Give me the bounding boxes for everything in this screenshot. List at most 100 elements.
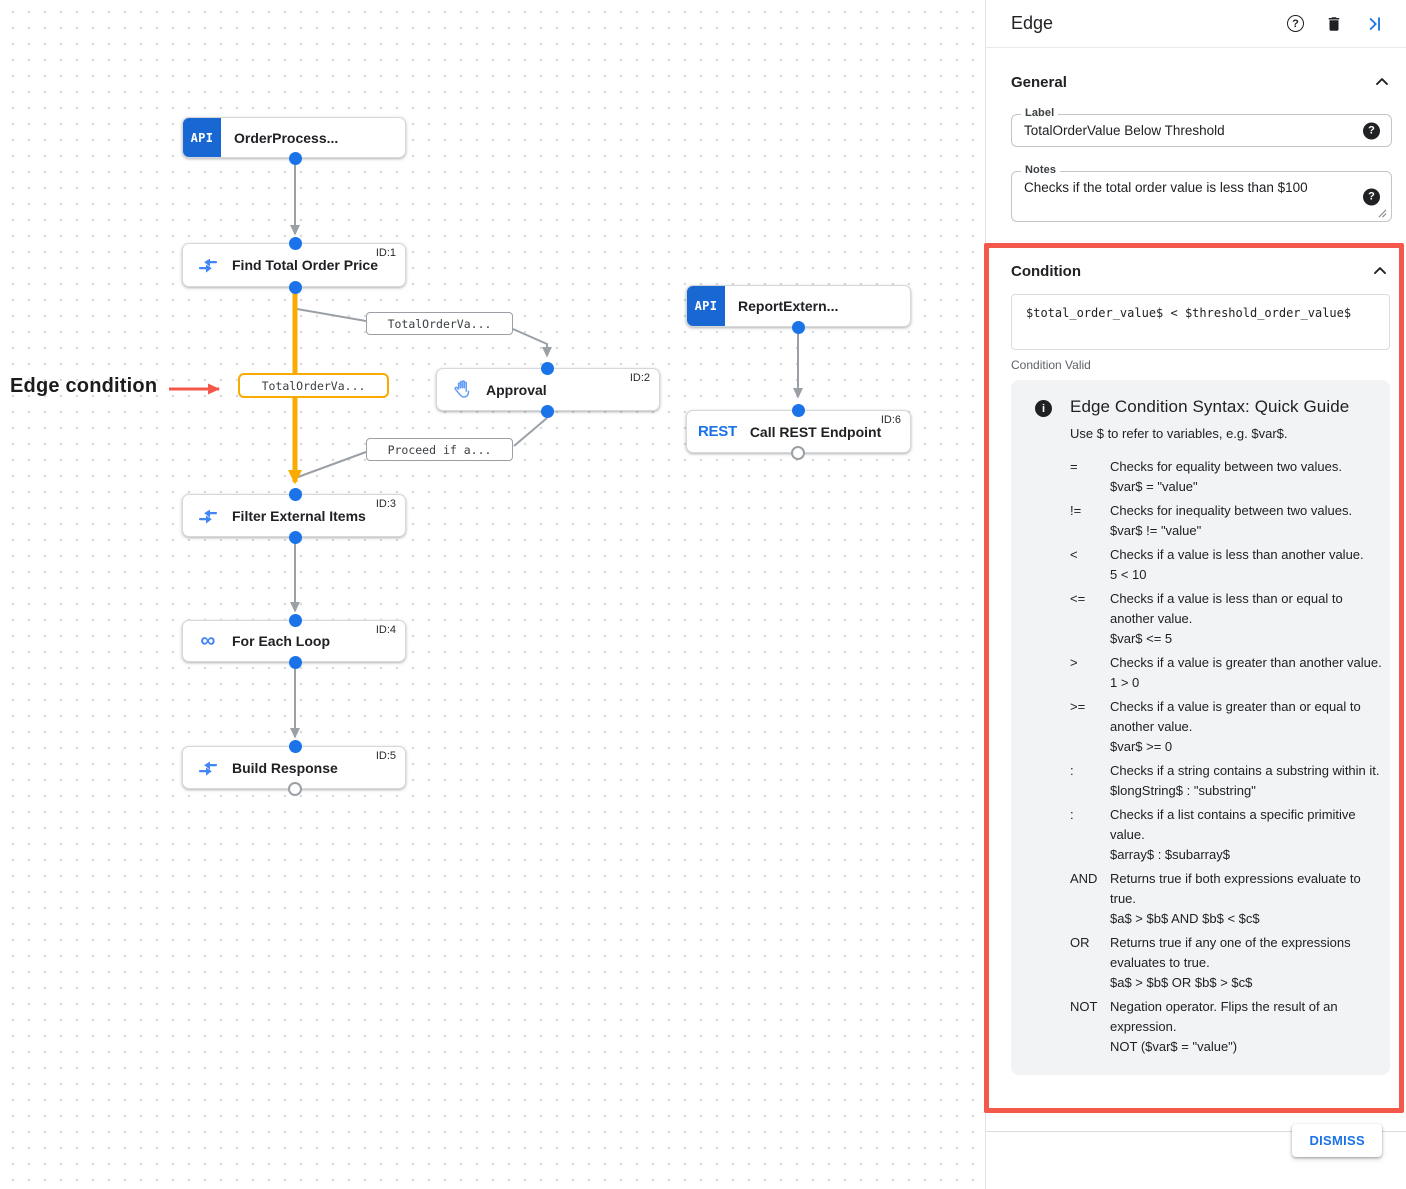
guide-operator: < <box>1070 547 1078 562</box>
guide-desc: Checks for equality between two values. <box>1110 459 1342 474</box>
guide-intro: Use $ to refer to variables, e.g. $var$. <box>1070 426 1288 441</box>
connection-dot[interactable] <box>288 739 302 753</box>
node-id: ID:4 <box>375 624 396 636</box>
panel-header: Edge ? <box>986 0 1406 48</box>
guide-desc: Negation operator. Flips the result of a… <box>1110 999 1338 1034</box>
guide-example: $var$ != "value" <box>1110 523 1202 538</box>
label-field-value[interactable]: TotalOrderValue Below Threshold <box>1024 123 1225 138</box>
guide-operator: >= <box>1070 699 1086 714</box>
guide-row: < Checks if a value is less than another… <box>1070 545 1382 585</box>
guide-desc: Checks for inequality between two values… <box>1110 503 1353 518</box>
guide-row: AND Returns true if both expressions eva… <box>1070 869 1382 929</box>
connection-dot[interactable] <box>288 280 302 294</box>
workflow-canvas[interactable]: Edge condition API OrderProcess... Find … <box>0 0 985 1189</box>
rest-task-icon: REST <box>698 423 737 440</box>
help-icon[interactable]: ? <box>1363 188 1380 205</box>
guide-rows: = Checks for equality between two values… <box>1070 457 1382 1057</box>
connection-dot-empty[interactable] <box>288 782 302 796</box>
guide-example: $var$ >= 0 <box>1110 739 1173 754</box>
guide-row: OR Returns true if any one of the expres… <box>1070 933 1382 993</box>
node-for-each-loop[interactable]: ∞ For Each Loop ID:4 <box>182 620 406 662</box>
connection-dot[interactable] <box>288 151 302 165</box>
edge-lines[interactable] <box>290 160 803 739</box>
edge-label-totalordervalue-approval[interactable]: TotalOrderVa... <box>366 312 513 335</box>
guide-row: >= Checks if a value is greater than or … <box>1070 697 1382 757</box>
connection-dot-empty[interactable] <box>791 446 805 460</box>
connection-dot[interactable] <box>288 487 302 501</box>
connection-dot[interactable] <box>540 361 554 375</box>
guide-example: $var$ = "value" <box>1110 479 1198 494</box>
guide-example: $a$ > $b$ OR $b$ > $c$ <box>1110 975 1253 990</box>
api-trigger-badge: API <box>183 118 221 157</box>
node-id: ID:3 <box>375 498 396 510</box>
connection-dot[interactable] <box>791 403 805 417</box>
edge-condition-annotation: Edge condition <box>10 375 158 397</box>
help-button[interactable]: ? <box>1287 15 1304 32</box>
guide-operator: > <box>1070 655 1078 670</box>
loop-icon: ∞ <box>200 629 216 652</box>
notes-field-label: Notes <box>1021 164 1061 176</box>
guide-operator: : <box>1070 763 1074 778</box>
guide-operator: NOT <box>1070 999 1098 1014</box>
connection-dot[interactable] <box>288 236 302 250</box>
guide-operator: : <box>1070 807 1074 822</box>
connection-dot[interactable] <box>288 530 302 544</box>
guide-desc: Checks if a value is less than another v… <box>1110 547 1364 562</box>
guide-row: = Checks for equality between two values… <box>1070 457 1382 497</box>
guide-example: $a$ > $b$ AND $b$ < $c$ <box>1110 911 1260 926</box>
api-trigger-badge: API <box>687 286 725 326</box>
condition-highlight-box: Condition $total_order_value$ < $thresho… <box>984 243 1404 1113</box>
guide-example: $var$ <= 5 <box>1110 631 1173 646</box>
guide-desc: Checks if a value is greater than or equ… <box>1110 699 1361 734</box>
delete-edge-button[interactable] <box>1325 14 1343 34</box>
guide-row: NOT Negation operator. Flips the result … <box>1070 997 1382 1057</box>
edge-label-proceed-if[interactable]: Proceed if a... <box>366 438 513 461</box>
guide-row: : Checks if a list contains a specific p… <box>1070 805 1382 865</box>
help-icon[interactable]: ? <box>1363 122 1380 139</box>
help-icon: ? <box>1287 15 1304 32</box>
data-mapping-icon <box>197 254 219 276</box>
guide-example: 5 < 10 <box>1110 567 1147 582</box>
guide-example: $longString$ : "substring" <box>1110 783 1256 798</box>
node-title: Find Total Order Price <box>232 257 378 273</box>
condition-expression-input[interactable]: $total_order_value$ < $threshold_order_v… <box>1011 294 1390 350</box>
syntax-guide: i Edge Condition Syntax: Quick Guide Use… <box>1011 380 1390 1075</box>
resize-handle-icon[interactable] <box>1378 209 1387 218</box>
node-title: Call REST Endpoint <box>749 423 882 440</box>
guide-operator: OR <box>1070 935 1090 950</box>
guide-row: > Checks if a value is greater than anot… <box>1070 653 1382 693</box>
connection-dot[interactable] <box>288 655 302 669</box>
guide-example: $array$ : $subarray$ <box>1110 847 1230 862</box>
guide-operator: != <box>1070 503 1082 518</box>
approval-hand-icon <box>451 379 473 401</box>
notes-field-value[interactable]: Checks if the total order value is less … <box>1024 180 1308 195</box>
node-title: Filter External Items <box>232 507 366 524</box>
node-id: ID:1 <box>375 247 396 259</box>
guide-title: Edge Condition Syntax: Quick Guide <box>1070 397 1350 416</box>
data-mapping-icon <box>197 757 219 779</box>
node-title: Approval <box>486 381 547 398</box>
node-report-external[interactable]: API ReportExtern... <box>686 285 911 327</box>
guide-operator: <= <box>1070 591 1086 606</box>
guide-desc: Checks if a list contains a specific pri… <box>1110 807 1356 842</box>
edge-config-panel: Edge ? General Label TotalOrderVal <box>984 0 1406 1189</box>
general-section: General Label TotalOrderValue Below Thre… <box>986 48 1406 222</box>
guide-row: <= Checks if a value is less than or equ… <box>1070 589 1382 649</box>
guide-example: 1 > 0 <box>1110 675 1140 690</box>
label-field[interactable]: Label TotalOrderValue Below Threshold ? <box>1011 107 1392 147</box>
notes-field[interactable]: Notes Checks if the total order value is… <box>1011 164 1392 222</box>
dismiss-button[interactable]: DISMISS <box>1292 1124 1382 1157</box>
connection-dot[interactable] <box>288 613 302 627</box>
panel-title: Edge <box>1011 13 1054 33</box>
connection-dot[interactable] <box>540 404 554 418</box>
node-title: OrderProcess... <box>234 129 339 146</box>
node-id: ID:5 <box>375 750 396 762</box>
chevron-up-icon[interactable] <box>1370 261 1390 281</box>
guide-desc: Checks if a string contains a substring … <box>1110 763 1380 778</box>
guide-operator: AND <box>1070 871 1098 886</box>
chevron-up-icon[interactable] <box>1372 72 1392 92</box>
collapse-panel-button[interactable] <box>1364 14 1384 34</box>
edge-label-totalordervalue-selected[interactable]: TotalOrderVa... <box>238 373 389 398</box>
connection-dot[interactable] <box>791 320 805 334</box>
node-approval[interactable]: Approval ID:2 <box>436 368 660 411</box>
